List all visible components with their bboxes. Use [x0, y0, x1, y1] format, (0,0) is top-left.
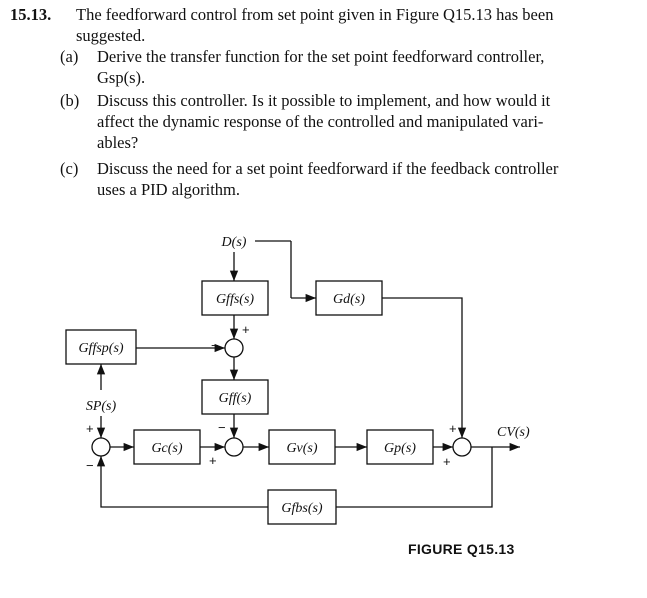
part-text-line: affect the dynamic response of the contr…: [97, 112, 544, 131]
figure-caption: FIGURE Q15.13: [408, 541, 515, 557]
problem-number: 15.13.: [10, 5, 52, 24]
block-label-gd: Gd(s): [333, 292, 365, 307]
block-label-gffsp: Gffsp(s): [78, 341, 123, 356]
block-gp: [366, 429, 434, 465]
summing-junction-3: [224, 437, 244, 457]
summing-junction-2: [91, 437, 111, 457]
summing-junction-4: [452, 437, 472, 457]
problem-stem: The feedforward control from set point g…: [76, 4, 636, 46]
arrow-feedback-to-sum2: [96, 456, 268, 508]
sign-plus: +: [86, 421, 94, 436]
part-label: (c): [60, 159, 79, 178]
signal-label-disturbance: D(s): [221, 235, 247, 250]
part-text-line: Gsp(s).: [97, 68, 146, 87]
signal-label-output: CV(s): [497, 425, 530, 440]
sign-plus: +: [242, 322, 250, 337]
sign-minus: −: [211, 338, 219, 353]
block-gfbs: [267, 489, 337, 525]
signal-label-setpoint: SP(s): [86, 399, 117, 414]
block-label-gc: Gc(s): [151, 441, 182, 456]
part-text-line: Derive the transfer function for the set…: [97, 47, 545, 66]
part-text-line: ables?: [97, 133, 139, 152]
part-text-line: uses a PID algorithm.: [97, 180, 240, 199]
problem-stem-line: suggested.: [76, 26, 146, 45]
block-label-gffs: Gffs(s): [216, 292, 254, 307]
part-text-line: Discuss the need for a set point feedfor…: [97, 159, 559, 178]
block-gff: [201, 379, 269, 415]
block-label-gp: Gp(s): [384, 441, 416, 456]
sign-minus: −: [86, 458, 94, 473]
part-text-line: Discuss this controller. Is it possible …: [97, 91, 551, 110]
summing-junction-1: [224, 338, 244, 358]
block-gffs: [201, 280, 269, 316]
part-label: (a): [60, 47, 79, 66]
sign-minus: −: [218, 420, 226, 435]
sign-plus: +: [449, 421, 457, 436]
block-gffsp: [65, 329, 137, 365]
block-label-gfbs: Gfbs(s): [281, 501, 323, 516]
sign-plus: +: [209, 453, 217, 468]
problem-stem-line: The feedforward control from set point g…: [76, 5, 554, 24]
block-label-gff: Gff(s): [219, 391, 252, 406]
block-gd: [315, 280, 383, 316]
block-label-gv: Gv(s): [286, 441, 317, 456]
sign-plus: +: [443, 454, 451, 469]
arrow-gd-to-sum4: [382, 297, 467, 438]
part-label: (b): [60, 91, 80, 110]
